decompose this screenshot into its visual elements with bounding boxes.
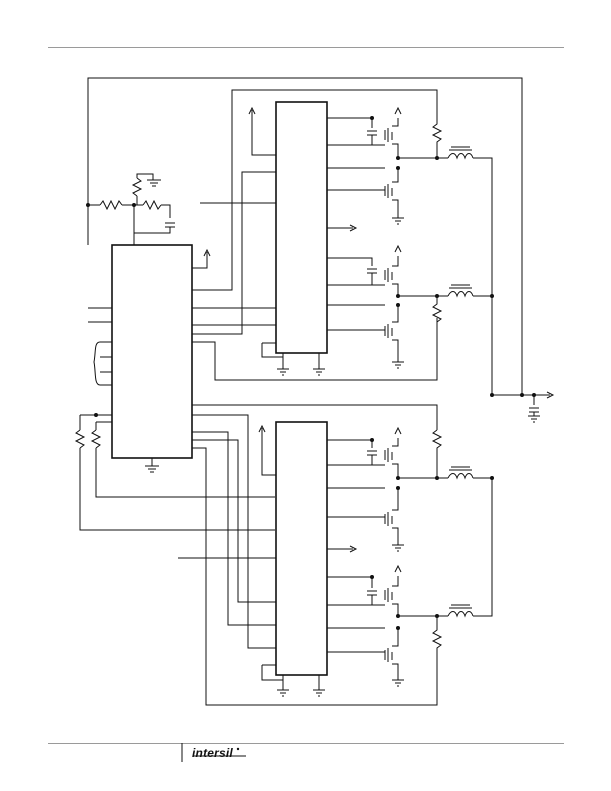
driver-top-connections (192, 89, 438, 381)
driver-bottom-connections (178, 404, 438, 706)
footer-rule (48, 743, 564, 744)
brand-logo: intersil (192, 746, 233, 760)
driver-ic-bottom (275, 421, 328, 676)
controller-ic (111, 244, 193, 459)
bias-resistors (74, 415, 275, 531)
controller-output-arrow (192, 248, 211, 269)
phase3-mosfets (327, 426, 492, 553)
controller-ground-symbol (145, 458, 159, 473)
phase4-mosfets (327, 478, 493, 687)
phase1-mosfets (327, 106, 493, 395)
header-rule (48, 47, 564, 48)
phase2-mosfets (327, 244, 492, 369)
driver-ic-top (275, 101, 328, 354)
controller-left-pins (80, 307, 112, 423)
intersil-logo-mark (181, 743, 246, 762)
feedback-network (87, 77, 523, 395)
